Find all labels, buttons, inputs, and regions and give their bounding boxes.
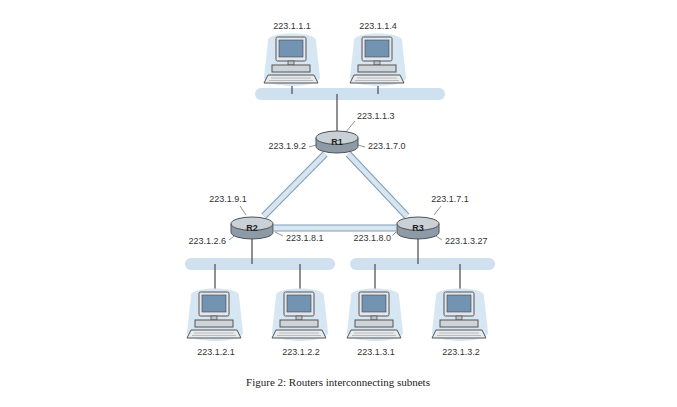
ip-address-label: 223.1.3.27	[444, 237, 489, 247]
ip-address-label: 223.1.9.1	[208, 195, 248, 205]
router: R3	[396, 216, 440, 240]
ip-address-label: 223.1.8.1	[285, 234, 325, 244]
lan-band	[350, 258, 495, 270]
ip-address-label: 223.1.3.2	[441, 348, 481, 358]
ip-address-label: 223.1.2.6	[187, 237, 227, 247]
host-cable	[215, 84, 460, 291]
ip-address-label: 223.1.2.1	[196, 348, 236, 358]
router-link	[348, 154, 406, 216]
lan-band	[255, 88, 445, 100]
router: R2	[230, 216, 274, 240]
leader-line	[229, 121, 442, 240]
host-computer	[264, 34, 320, 87]
ip-address-label: 223.1.1.1	[272, 22, 312, 32]
router-name: R3	[412, 224, 424, 233]
router-name: R1	[331, 138, 343, 147]
router: R1	[315, 130, 359, 154]
router-name: R2	[246, 224, 258, 233]
figure-caption: Figure 2: Routers interconnecting subnet…	[246, 376, 430, 388]
router-link	[264, 154, 325, 216]
ip-address-label: 223.1.1.4	[358, 22, 398, 32]
host-computer	[347, 289, 403, 342]
host-computer	[350, 34, 406, 87]
lan-band	[185, 258, 335, 270]
ip-address-label: 223.1.1.3	[356, 112, 396, 122]
ip-address-label: 223.1.9.2	[267, 142, 307, 152]
ip-address-label: 223.1.3.1	[356, 348, 396, 358]
ip-address-label: 223.1.8.0	[352, 234, 392, 244]
ip-address-label: 223.1.7.1	[430, 195, 470, 205]
host-computer	[432, 289, 488, 342]
router-link	[274, 228, 396, 229]
host-computer	[272, 289, 328, 342]
host-computer	[187, 289, 243, 342]
ip-address-label: 223.1.7.0	[367, 142, 407, 152]
ip-address-label: 223.1.2.2	[281, 348, 321, 358]
